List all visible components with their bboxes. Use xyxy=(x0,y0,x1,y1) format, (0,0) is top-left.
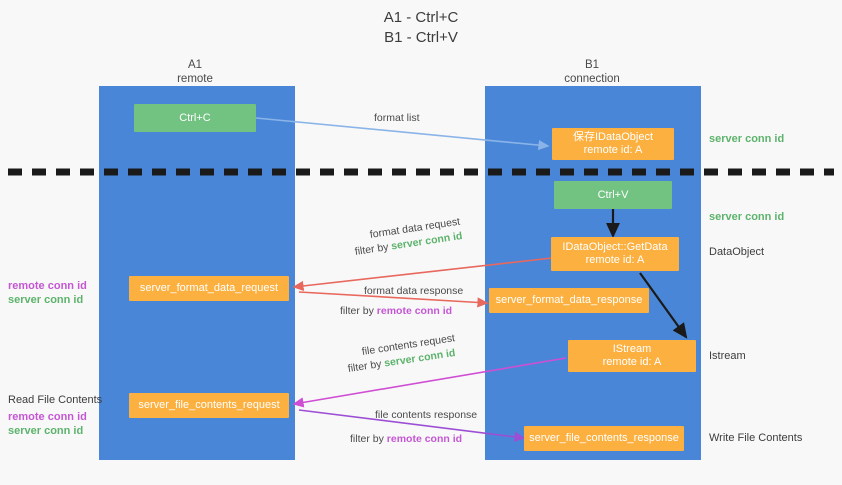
left-label-group-upper: remote conn id server conn id xyxy=(8,279,87,307)
lane-b1-title: B1 xyxy=(584,59,600,71)
right-label-write-file-contents: Write File Contents xyxy=(709,432,803,444)
node-ctrl-v[interactable]: Ctrl+V xyxy=(554,181,672,209)
right-label-dataobject: DataObject xyxy=(709,246,765,258)
edge-label-file-contents-response-filter: filter by remote conn id xyxy=(350,433,462,446)
node-server-file-contents-response[interactable]: server_file_contents_response xyxy=(524,426,684,451)
node-istream-line-2: remote id: A xyxy=(602,356,662,368)
title-line-2: B1 - Ctrl+V xyxy=(384,29,458,46)
left-label-server-conn-id-upper: server conn id xyxy=(8,294,84,306)
right-label-istream: Istream xyxy=(709,350,746,362)
lane-b1-subtitle: connection xyxy=(564,73,620,85)
node-server-file-contents-response-line-1: server_file_contents_response xyxy=(529,432,679,444)
node-istream-line-1: IStream xyxy=(612,343,652,355)
page-title: A1 - Ctrl+C B1 - Ctrl+V xyxy=(0,8,842,48)
filter-prefix: filter by xyxy=(347,357,386,375)
lane-a1-title: A1 xyxy=(187,59,203,71)
edge-label-format-list: format list xyxy=(374,112,420,124)
node-ctrl-c-line-1: Ctrl+C xyxy=(179,111,211,124)
left-label-server-conn-id-lower: server conn id xyxy=(8,425,84,437)
left-label-remote-conn-id-lower: remote conn id xyxy=(8,411,87,423)
left-label-read-file-contents: Read File Contents xyxy=(8,394,103,406)
lane-a1-subtitle: remote xyxy=(177,73,213,85)
left-label-remote-conn-id-upper: remote conn id xyxy=(8,280,87,292)
node-save-idataobject-line-1: 保存IDataObject xyxy=(572,131,654,143)
filter-prefix: filter by xyxy=(350,433,387,445)
right-label-server-conn-id-second: server conn id xyxy=(709,211,785,223)
node-server-format-data-response-line-1: server_format_data_response xyxy=(495,294,643,306)
edge-label-format-data-response: format data response xyxy=(364,285,464,297)
node-save-idataobject[interactable]: 保存IDataObject remote id: A xyxy=(552,128,674,160)
filter-value-remote-conn-id: remote conn id xyxy=(386,433,463,445)
filter-prefix: filter by xyxy=(354,240,393,258)
node-server-format-data-request[interactable]: server_format_data_request xyxy=(129,276,289,301)
edge-label-file-contents-response: file contents response xyxy=(375,409,478,421)
node-ctrl-v-line-1: Ctrl+V xyxy=(597,188,629,201)
node-server-format-data-response[interactable]: server_format_data_response xyxy=(489,288,649,313)
node-ctrl-c[interactable]: Ctrl+C xyxy=(134,104,256,132)
node-idataobject-getdata-line-2: remote id: A xyxy=(585,254,645,266)
filter-value-remote-conn-id: remote conn id xyxy=(376,305,453,317)
right-label-server-conn-id-top: server conn id xyxy=(709,133,785,145)
node-server-file-contents-request-line-1: server_file_contents_request xyxy=(138,399,280,411)
node-server-format-data-request-line-1: server_format_data_request xyxy=(139,282,279,294)
lane-header-b1: B1 connection xyxy=(512,58,672,86)
node-idataobject-getdata[interactable]: IDataObject::GetData remote id: A xyxy=(551,237,679,271)
left-label-group-lower: remote conn id server conn id xyxy=(8,410,87,438)
node-istream[interactable]: IStream remote id: A xyxy=(568,340,696,372)
edge-label-format-data-response-filter: filter by remote conn id xyxy=(340,305,452,318)
node-idataobject-getdata-line-1: IDataObject::GetData xyxy=(562,241,668,253)
node-server-file-contents-request[interactable]: server_file_contents_request xyxy=(129,393,289,418)
title-line-1: A1 - Ctrl+C xyxy=(383,9,459,26)
filter-prefix: filter by xyxy=(340,305,377,317)
node-save-idataobject-line-2: remote id: A xyxy=(583,144,643,156)
lane-header-a1: A1 remote xyxy=(115,58,275,86)
